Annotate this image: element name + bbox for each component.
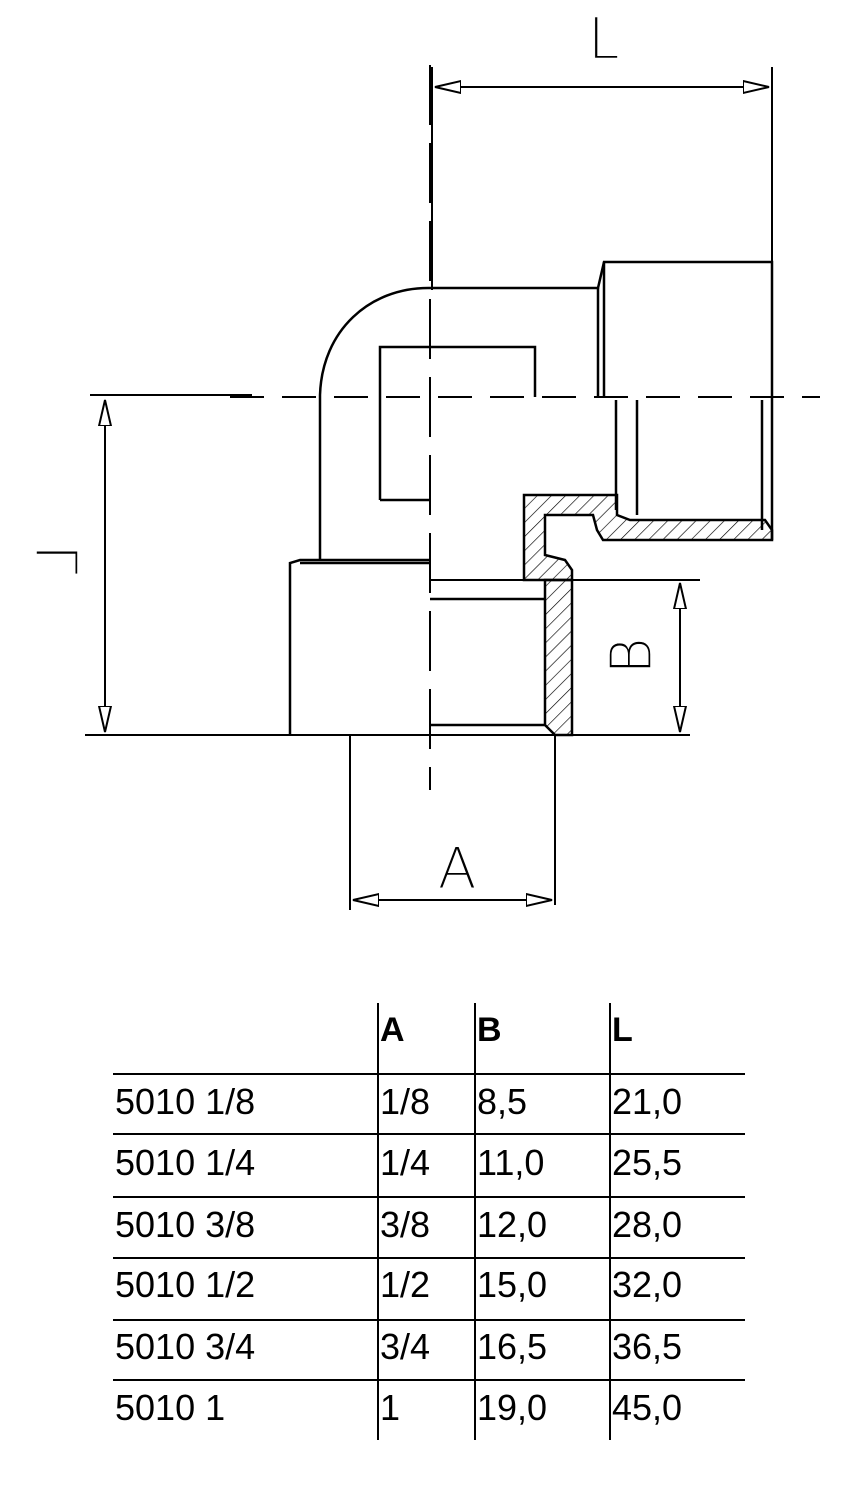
part-number: 5010 3/4: [115, 1326, 256, 1367]
dimension-label-left-l: L: [26, 544, 92, 576]
cell-a: 3/8: [380, 1204, 431, 1245]
cell-l: 45,0: [612, 1387, 683, 1428]
column-header-b: B: [477, 1011, 502, 1049]
dimension-label-top-l: L: [588, 7, 620, 72]
section-hatch-upper: [522, 493, 774, 582]
cell-b: 15,0: [477, 1264, 548, 1305]
row-divider: [113, 1379, 745, 1381]
part-number: 5010 1/8: [115, 1081, 256, 1122]
row-divider: [113, 1257, 745, 1259]
table-divider: [609, 1003, 611, 1440]
table-divider: [377, 1003, 379, 1440]
part-number: 5010 1/4: [115, 1142, 256, 1183]
cell-l: 25,5: [612, 1142, 683, 1183]
column-header-a: A: [380, 1011, 405, 1049]
cell-a: 1/2: [380, 1264, 431, 1305]
cell-b: 12,0: [477, 1204, 548, 1245]
cell-b: 11,0: [477, 1142, 545, 1183]
row-divider: [113, 1133, 745, 1135]
cell-b: 19,0: [477, 1387, 548, 1428]
part-number: 5010 1: [115, 1387, 226, 1428]
section-hatch-lower: [543, 578, 574, 737]
row-divider: [113, 1073, 745, 1075]
row-divider: [113, 1319, 745, 1321]
elbow-fitting-drawing: [85, 65, 820, 910]
column-header-l: L: [612, 1011, 633, 1049]
cell-l: 21,0: [612, 1081, 683, 1122]
cell-b: 16,5: [477, 1326, 548, 1367]
cell-a: 1/4: [380, 1142, 431, 1183]
elbow-body: [288, 260, 774, 735]
row-divider: [113, 1196, 745, 1198]
cell-l: 36,5: [612, 1326, 683, 1367]
table-divider: [474, 1003, 476, 1440]
cell-l: 32,0: [612, 1264, 683, 1305]
part-number: 5010 3/8: [115, 1204, 256, 1245]
dimension-label-a: A: [438, 837, 477, 902]
cell-l: 28,0: [612, 1204, 683, 1245]
cell-b: 8,5: [477, 1081, 528, 1122]
cell-a: 3/4: [380, 1326, 431, 1367]
dimension-label-b: B: [599, 637, 665, 675]
part-number: 5010 1/2: [115, 1264, 256, 1305]
cell-a: 1/8: [380, 1081, 431, 1122]
cell-a: 1: [380, 1387, 401, 1428]
